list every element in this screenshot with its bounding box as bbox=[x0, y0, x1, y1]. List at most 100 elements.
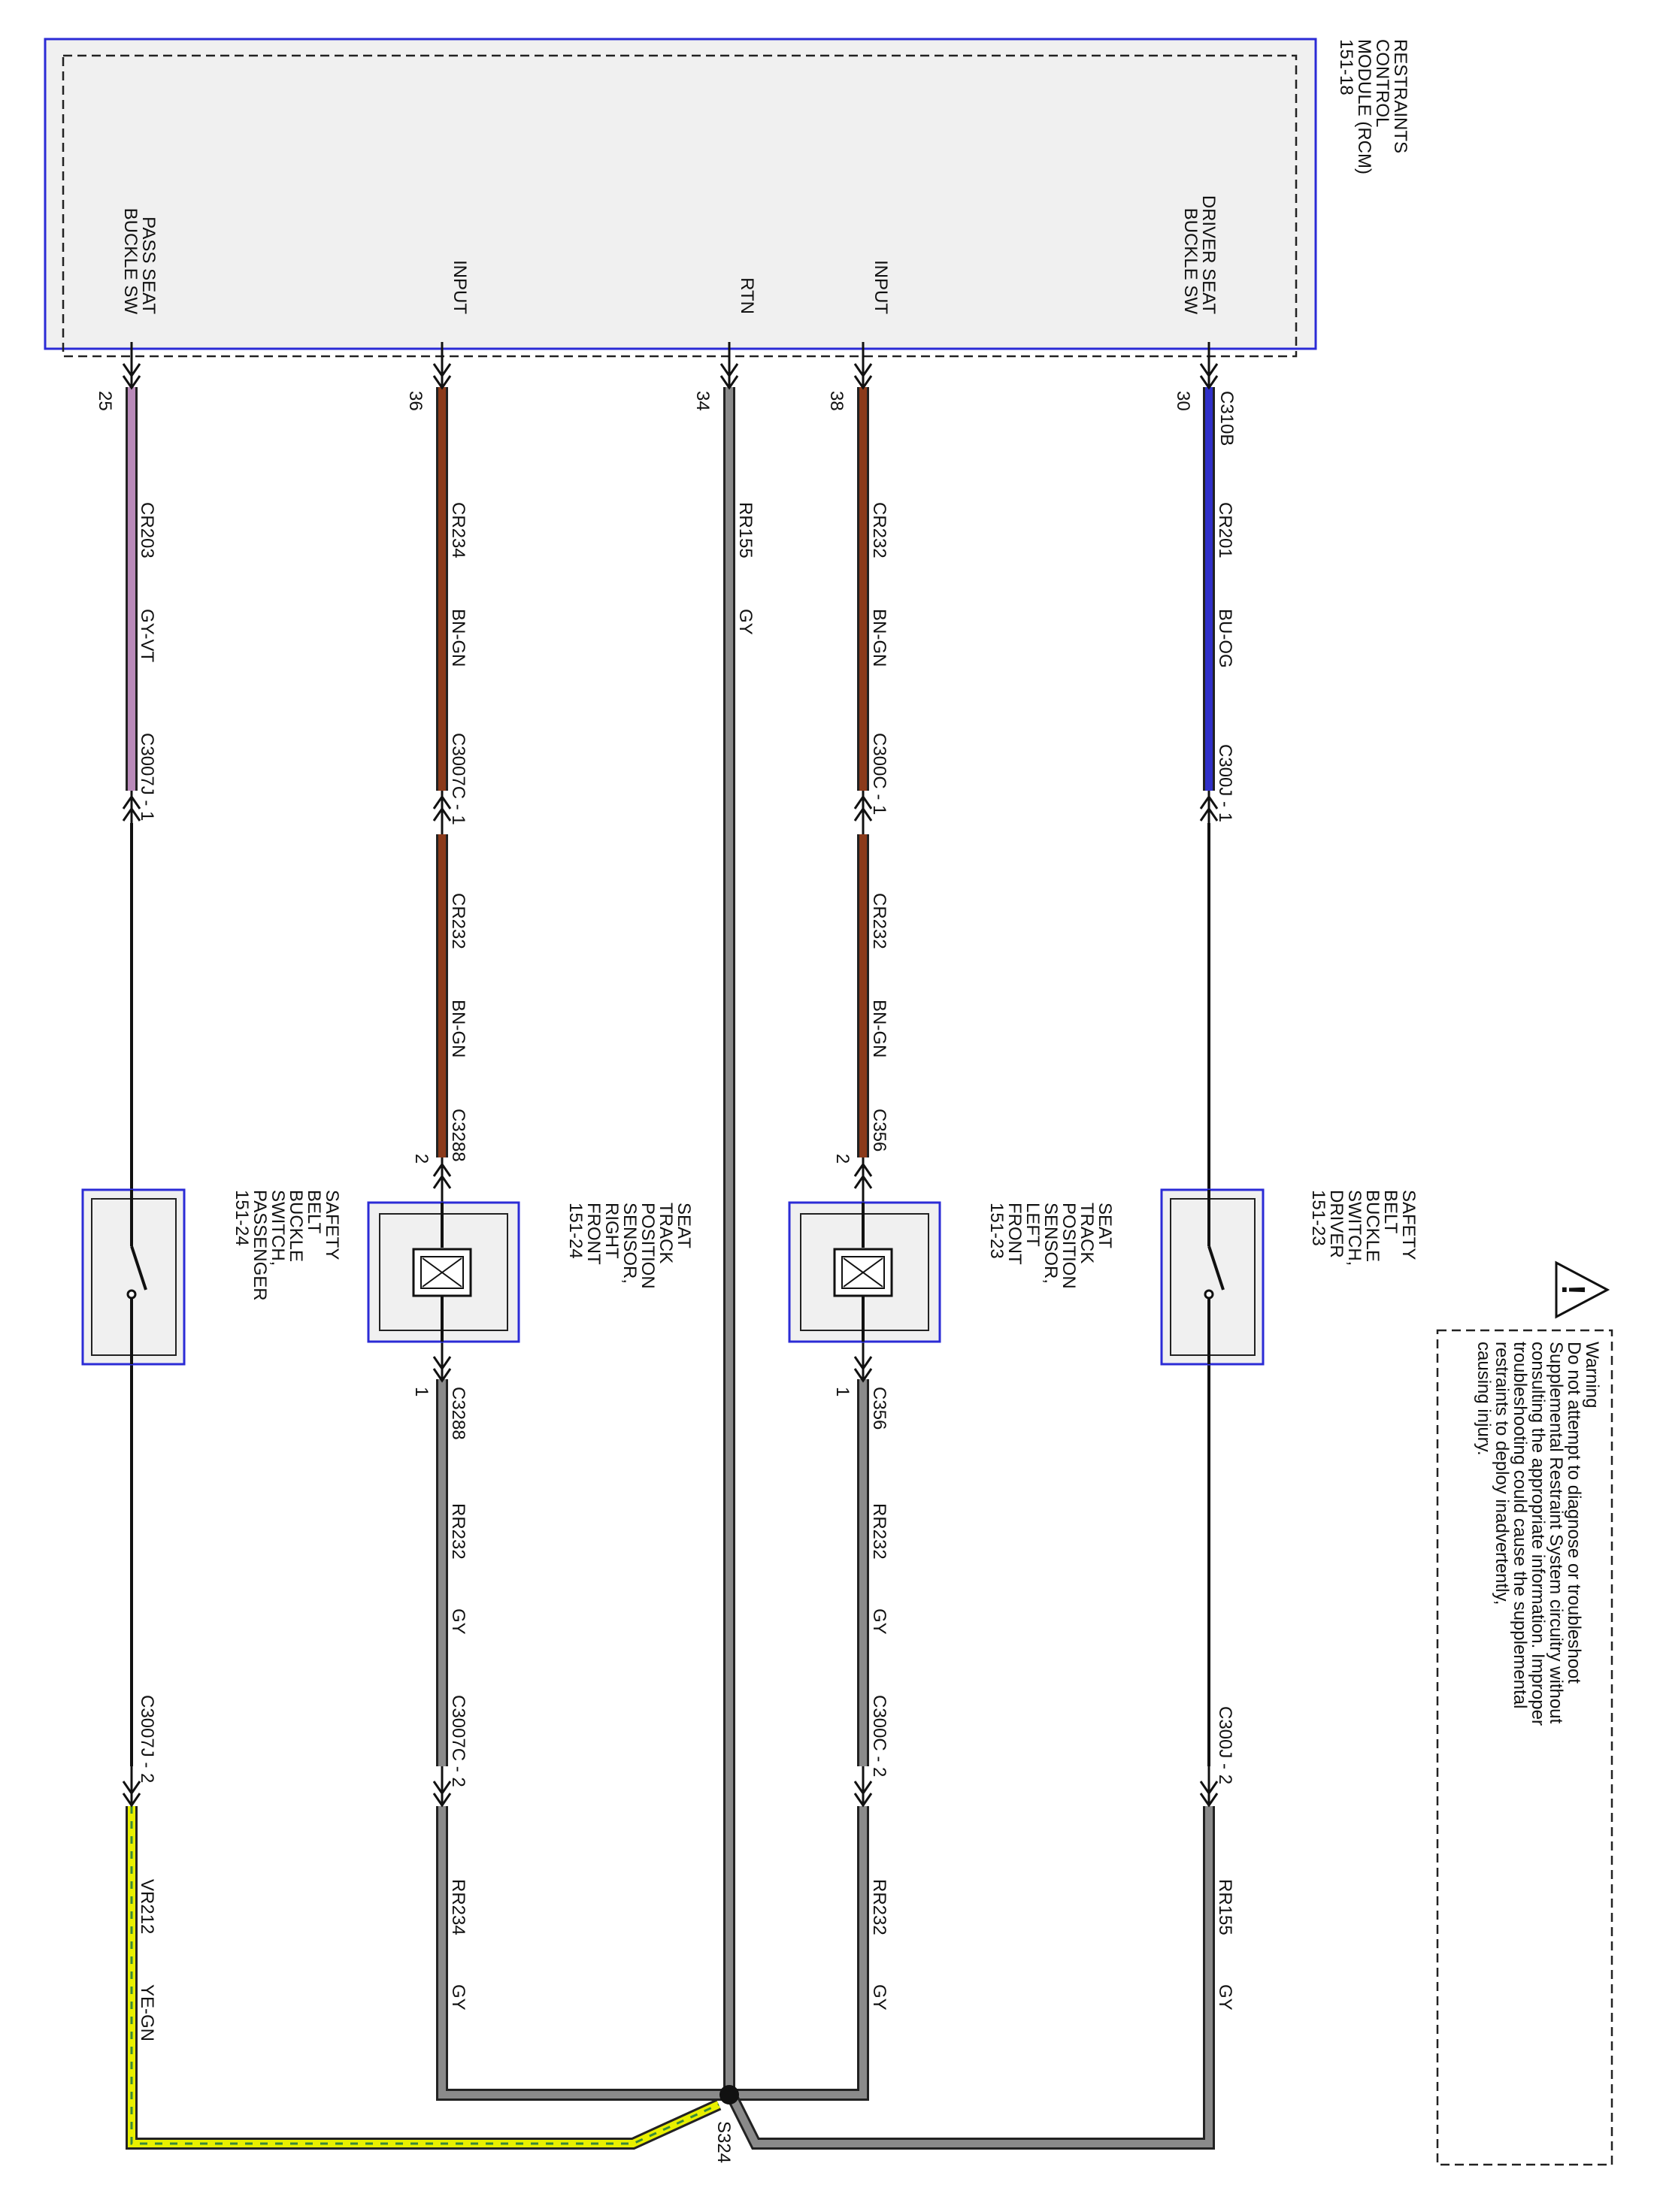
c3007c-1-arrow bbox=[432, 791, 452, 834]
circuit-cr234: CR234 bbox=[448, 502, 468, 558]
wire-color-bn-gn-line: BN-GN bbox=[448, 1000, 468, 1058]
restraints-control-module bbox=[44, 38, 1317, 358]
pin-label-rtn-line: RTN bbox=[737, 277, 757, 314]
connector-c356-bottom: C356 bbox=[869, 1387, 889, 1430]
label-left-sensor-line: FRONT bbox=[1004, 1203, 1025, 1265]
wire-color-bn-gn-line: BN-GN bbox=[448, 609, 468, 667]
label-left-sensor-line: POSITION bbox=[1059, 1203, 1079, 1289]
circuit-cr201-line: CR201 bbox=[1215, 502, 1235, 558]
label-left-sensor-line: TRACK bbox=[1077, 1203, 1097, 1263]
inline-c300j-2: C300J - 2 bbox=[1215, 1706, 1235, 1784]
connector-arrows bbox=[122, 342, 1219, 1808]
pin-label-driver-seat-buckle-sw-line: BUCKLE SW bbox=[1180, 208, 1201, 315]
label-driver-switch-line: 151-23 bbox=[1308, 1190, 1328, 1246]
wire-color-ye-gn-line: YE-GN bbox=[137, 1984, 157, 2041]
label-driver-switch-line: BUCKLE bbox=[1362, 1190, 1383, 1262]
wire-color-bn-gn-line: BN-GN bbox=[869, 609, 889, 667]
pin-34-arrow bbox=[719, 342, 739, 390]
pin-number-c3288-2: 2 bbox=[411, 1154, 432, 1163]
wire-color-gy-line: GY bbox=[735, 609, 756, 635]
label-right-sensor-line: 151-24 bbox=[565, 1203, 586, 1259]
wire-color-gy-line: GY bbox=[1215, 1984, 1235, 2011]
circuit-rr232-low-line: RR232 bbox=[869, 1879, 889, 1935]
safety-belt-buckle-switch-driver bbox=[1160, 1188, 1265, 1366]
connector-c310b: C310B bbox=[1216, 391, 1237, 446]
circuit-cr232-line: CR232 bbox=[869, 502, 889, 558]
c3007j-2-arrow bbox=[122, 1766, 141, 1808]
label-right-sensor-line: POSITION bbox=[638, 1203, 658, 1289]
circuit-cr232-left: CR232 bbox=[869, 893, 889, 949]
inline-c300c-1: C300C - 1 bbox=[869, 733, 889, 815]
left-sensor-core bbox=[841, 1256, 885, 1289]
c3288-2-arrow bbox=[432, 1157, 452, 1203]
inline-c3007c-1-line: C3007C - 1 bbox=[448, 733, 468, 825]
passenger-switch-blade bbox=[130, 1245, 147, 1291]
wire-color-bu-og: BU-OG bbox=[1215, 609, 1235, 668]
circuit-rr234: RR234 bbox=[448, 1879, 468, 1935]
wire-color-ye-gn: YE-GN bbox=[137, 1984, 157, 2041]
inline-c3007c-2-line: C3007C - 2 bbox=[448, 1695, 468, 1787]
wire-color-bu-og-line: BU-OG bbox=[1215, 609, 1235, 668]
connector-c310b-line: C310B bbox=[1216, 391, 1237, 446]
inline-c3007c-2: C3007C - 2 bbox=[448, 1695, 468, 1787]
connector-c356-top: C356 bbox=[869, 1109, 889, 1151]
pin-label-driver-seat-buckle-sw-line: DRIVER SEAT bbox=[1198, 195, 1219, 315]
label-right-sensor-line: SENSOR, bbox=[619, 1203, 640, 1284]
pin-label-input-right-line: INPUT bbox=[450, 260, 470, 314]
driver-switch-blade bbox=[1207, 1245, 1225, 1291]
circuit-rr155-driver-line: RR155 bbox=[1215, 1879, 1235, 1935]
right-sensor-core bbox=[420, 1256, 464, 1289]
warning-text-line: Supplemental Restraint System circuitry … bbox=[1546, 1342, 1566, 1724]
label-right-sensor-line: RIGHT bbox=[601, 1203, 622, 1259]
pin-number-25: 25 bbox=[95, 391, 115, 411]
circuit-rr234-line: RR234 bbox=[448, 1879, 468, 1935]
rcm-name-line: 151-18 bbox=[1336, 39, 1356, 95]
pin-30-arrow bbox=[1199, 342, 1219, 390]
connector-c3288-bottom: C3288 bbox=[448, 1387, 468, 1440]
label-left-sensor-line: SEAT bbox=[1095, 1203, 1115, 1248]
pin-label-input-left-line: INPUT bbox=[871, 260, 891, 314]
inline-c3007j-2: C3007J - 2 bbox=[137, 1695, 157, 1783]
inline-c3007c-1: C3007C - 1 bbox=[448, 733, 468, 825]
pin-label-pass-seat-buckle-sw-line: PASS SEAT bbox=[138, 216, 159, 314]
wire-color-gy-vt-line: GY-VT bbox=[137, 609, 157, 662]
pin-number-38: 38 bbox=[826, 391, 847, 411]
rcm-name-line: CONTROL bbox=[1372, 39, 1392, 127]
pin-number-c3288-1: 1 bbox=[411, 1387, 432, 1396]
pin-38-arrow bbox=[853, 342, 873, 390]
circuit-cr232: CR232 bbox=[869, 502, 889, 558]
wire-rr232-low bbox=[731, 1806, 867, 2099]
wire-vr212-stripe bbox=[130, 1806, 719, 2145]
circuit-cr232-right-line: CR232 bbox=[448, 893, 468, 949]
connector-c3288-top: C3288 bbox=[448, 1109, 468, 1162]
rcm-name-line: MODULE (RCM) bbox=[1354, 39, 1374, 174]
inline-c300c-1-line: C300C - 1 bbox=[869, 733, 889, 815]
circuit-cr234-line: CR234 bbox=[448, 502, 468, 558]
svg-text:!: ! bbox=[1555, 1285, 1592, 1296]
wire-color-bn-gn: BN-GN bbox=[448, 609, 468, 667]
label-passenger-switch-line: 151-24 bbox=[232, 1190, 252, 1246]
wire-color-gy: GY bbox=[1215, 1984, 1235, 2011]
label-right-sensor-line: SEAT bbox=[674, 1203, 694, 1248]
connector-c356-bottom-line: C356 bbox=[869, 1387, 889, 1430]
pin-number-c3288-2-line: 2 bbox=[411, 1154, 432, 1163]
inline-c300j-1: C300J - 1 bbox=[1215, 744, 1235, 822]
wire-color-gy-line: GY bbox=[448, 1984, 468, 2011]
wire-color-gy: GY bbox=[869, 1608, 889, 1635]
c3007j-1-arrow bbox=[122, 791, 141, 823]
seat-track-position-sensor-left bbox=[788, 1201, 941, 1343]
pin-25-arrow bbox=[122, 342, 141, 390]
wire-color-gy: GY bbox=[869, 1984, 889, 2011]
circuit-rr155-driver: RR155 bbox=[1215, 1879, 1235, 1935]
c300c-2-arrow bbox=[853, 1766, 873, 1808]
label-right-sensor-line: TRACK bbox=[656, 1203, 676, 1263]
safety-belt-buckle-switch-passenger bbox=[81, 1188, 186, 1366]
pin-number-38-line: 38 bbox=[826, 391, 847, 411]
splice-s324-label: S324 bbox=[713, 2121, 734, 2163]
pin-number-34-line: 34 bbox=[692, 391, 713, 411]
rcm-name-line: RESTRAINTS bbox=[1390, 39, 1410, 153]
